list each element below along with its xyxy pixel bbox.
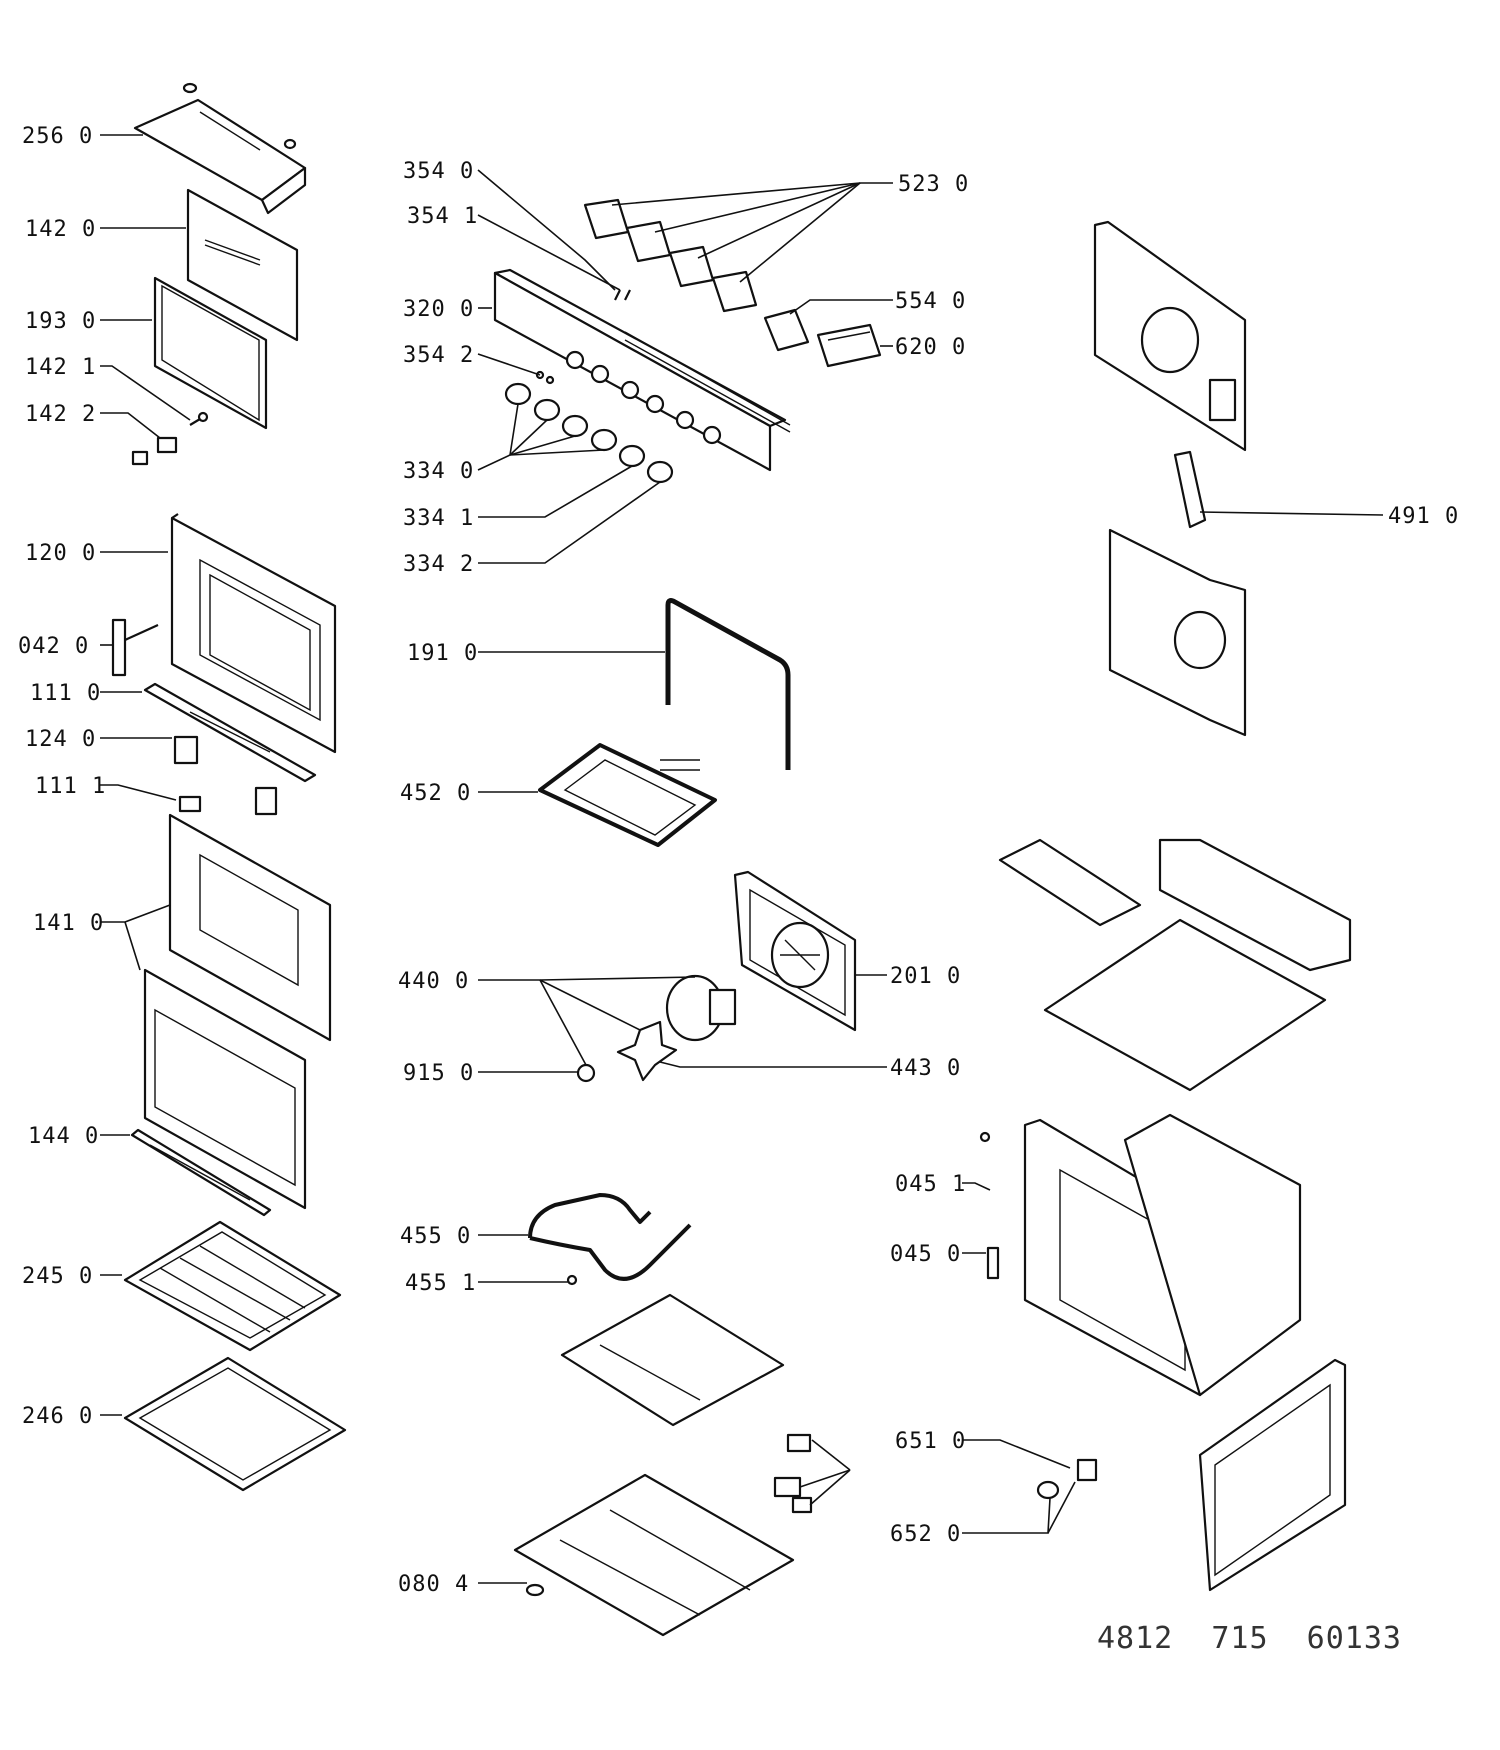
part-124-block bbox=[173, 735, 278, 816]
label-354-1: 354 1 bbox=[407, 204, 478, 229]
label-651-0: 651 0 bbox=[895, 1429, 966, 1454]
label-080-4: 080 4 bbox=[398, 1572, 469, 1597]
label-334-0: 334 0 bbox=[403, 459, 474, 484]
label-193-0: 193 0 bbox=[25, 309, 96, 334]
part-523-switch-modules bbox=[583, 198, 758, 313]
label-334-2: 334 2 bbox=[403, 552, 474, 577]
part-652-lamp-cover bbox=[1036, 1480, 1060, 1500]
label-191-0: 191 0 bbox=[407, 641, 478, 666]
label-523-0: 523 0 bbox=[898, 172, 969, 197]
label-452-0: 452 0 bbox=[400, 781, 471, 806]
label-142-0: 142 0 bbox=[25, 217, 96, 242]
part-915-nut bbox=[576, 1063, 596, 1083]
label-554-0: 554 0 bbox=[895, 289, 966, 314]
part-120-inner-door bbox=[170, 513, 337, 754]
part-142-2-clip bbox=[131, 436, 178, 466]
part-620-terminal-block bbox=[816, 323, 882, 368]
part-switch-brackets bbox=[773, 1433, 813, 1514]
label-144-0: 144 0 bbox=[28, 1124, 99, 1149]
part-491-bracket bbox=[1173, 450, 1207, 529]
part-labels: 256 0 142 0 193 0 142 1 142 2 120 0 042 … bbox=[18, 124, 1459, 1597]
part-141-outer-door-panels bbox=[143, 813, 332, 1210]
part-bottom-shield bbox=[560, 1293, 785, 1427]
part-455-1-clip bbox=[566, 1274, 578, 1286]
label-620-0: 620 0 bbox=[895, 335, 966, 360]
part-455-bottom-element bbox=[528, 1193, 692, 1281]
part-554-thermostat bbox=[763, 308, 810, 352]
label-045-1: 045 1 bbox=[895, 1172, 966, 1197]
part-oven-cavity bbox=[1023, 1113, 1302, 1397]
part-245-grill-pan bbox=[123, 1220, 342, 1352]
part-144-bottom-strip bbox=[130, 1128, 272, 1217]
label-201-0: 201 0 bbox=[890, 964, 961, 989]
part-top-cover bbox=[998, 838, 1352, 1092]
label-120-0: 120 0 bbox=[25, 541, 96, 566]
label-124-0: 124 0 bbox=[25, 727, 96, 752]
part-193-glass-seal bbox=[153, 276, 268, 430]
part-651-lamp-holder bbox=[1076, 1458, 1098, 1482]
label-245-0: 245 0 bbox=[22, 1264, 93, 1289]
part-080-base-plate bbox=[513, 1473, 795, 1637]
label-455-1: 455 1 bbox=[405, 1271, 476, 1296]
part-201-fan-cover bbox=[733, 870, 857, 1032]
label-652-0: 652 0 bbox=[890, 1522, 961, 1547]
label-455-0: 455 0 bbox=[400, 1224, 471, 1249]
part-142-1-screw bbox=[189, 411, 209, 426]
label-491-0: 491 0 bbox=[1388, 504, 1459, 529]
label-320-0: 320 0 bbox=[403, 297, 474, 322]
document-number: 4812 715 60133 bbox=[1097, 1621, 1402, 1656]
label-141-0: 141 0 bbox=[33, 911, 104, 936]
part-191-door-gasket bbox=[665, 598, 791, 770]
part-045-door-catch bbox=[979, 1131, 1000, 1280]
part-320-control-panel bbox=[493, 268, 791, 472]
part-111-1-clip bbox=[178, 795, 202, 813]
label-111-0: 111 0 bbox=[30, 681, 101, 706]
part-354-indicator-lights bbox=[535, 289, 631, 385]
label-915-0: 915 0 bbox=[403, 1061, 474, 1086]
part-111-door-strip bbox=[143, 682, 317, 783]
label-142-2: 142 2 bbox=[25, 402, 96, 427]
part-246-baking-tray bbox=[123, 1356, 347, 1492]
part-rear-panel bbox=[1093, 220, 1247, 452]
part-440-fan-motor bbox=[665, 974, 737, 1042]
label-354-2: 354 2 bbox=[403, 343, 474, 368]
part-front-frame bbox=[1198, 1358, 1347, 1592]
label-440-0: 440 0 bbox=[398, 969, 469, 994]
label-334-1: 334 1 bbox=[403, 506, 474, 531]
label-111-1: 111 1 bbox=[35, 774, 106, 799]
label-045-0: 045 0 bbox=[890, 1242, 961, 1267]
label-142-1: 142 1 bbox=[25, 355, 96, 380]
label-354-0: 354 0 bbox=[403, 159, 474, 184]
part-142-glass-panel bbox=[186, 188, 299, 342]
label-443-0: 443 0 bbox=[890, 1056, 961, 1081]
part-443-fan-blade bbox=[616, 1020, 678, 1082]
part-rear-housing bbox=[1108, 528, 1247, 737]
label-256-0: 256 0 bbox=[22, 124, 93, 149]
label-042-0: 042 0 bbox=[18, 634, 89, 659]
part-452-grill-element bbox=[538, 743, 717, 847]
part-042-hinge bbox=[111, 618, 159, 677]
label-246-0: 246 0 bbox=[22, 1404, 93, 1429]
leader-lines bbox=[100, 134, 1384, 1584]
part-334-control-knobs bbox=[504, 382, 674, 484]
part-256-top-trim bbox=[133, 82, 307, 215]
